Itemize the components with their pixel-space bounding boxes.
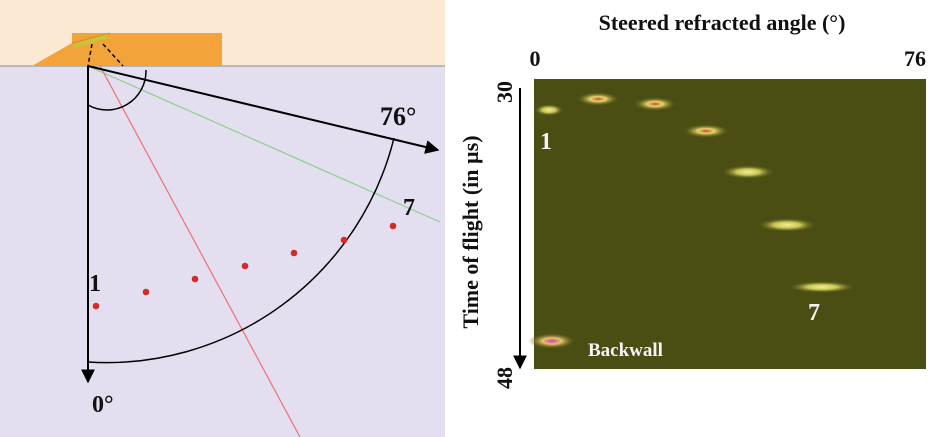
y-axis-title: Time of flight (in µs) <box>458 135 483 328</box>
sector-arc <box>87 137 395 364</box>
defect-points <box>92 222 397 310</box>
green-ray <box>87 65 441 223</box>
x-tick-start: 0 <box>530 46 541 71</box>
y-tick-bottom: 48 <box>492 367 517 389</box>
specimen-diagram: 76° 0° 1 7 <box>0 0 445 437</box>
defect-point <box>290 249 298 257</box>
echo-first-label: 1 <box>540 129 552 155</box>
angle-min-label: 0° <box>92 392 114 418</box>
backwall-echo <box>528 333 576 349</box>
angle-max-label: 76° <box>380 102 416 131</box>
y-tick-top: 30 <box>492 81 517 103</box>
echo-blob <box>788 281 856 293</box>
probe-transducer <box>73 34 109 48</box>
defect-point <box>142 288 150 296</box>
echo-last-label: 7 <box>808 300 820 326</box>
echo-blob <box>721 165 775 179</box>
echo-blob <box>633 97 677 111</box>
specimen-body <box>0 66 445 437</box>
beam-exit-dashed-line-left <box>87 43 93 67</box>
beam-exit-dashed-line-right <box>102 43 124 67</box>
point-last-label: 7 <box>403 195 415 221</box>
defect-point <box>191 275 199 283</box>
max-angle-arrow <box>87 65 440 154</box>
wedge-edge <box>71 32 111 44</box>
backwall-label: Backwall <box>588 340 663 361</box>
bscan-echoes <box>528 92 856 349</box>
x-tick-end: 76 <box>904 46 926 71</box>
point-first-label: 1 <box>89 271 101 297</box>
echo-blob <box>757 218 817 232</box>
x-axis-title: Steered refracted angle (°) <box>599 10 846 35</box>
echo-blob <box>534 104 564 116</box>
bscan-image <box>534 79 926 369</box>
defect-point <box>389 222 397 230</box>
defect-point <box>92 302 100 310</box>
bscan-panel: Steered refracted angle (°) 0 76 Time of… <box>458 10 926 389</box>
echo-blob <box>576 92 620 106</box>
echo-blob <box>682 124 730 138</box>
red-ray <box>99 65 301 437</box>
defect-point <box>241 262 249 270</box>
defect-point <box>340 236 348 244</box>
